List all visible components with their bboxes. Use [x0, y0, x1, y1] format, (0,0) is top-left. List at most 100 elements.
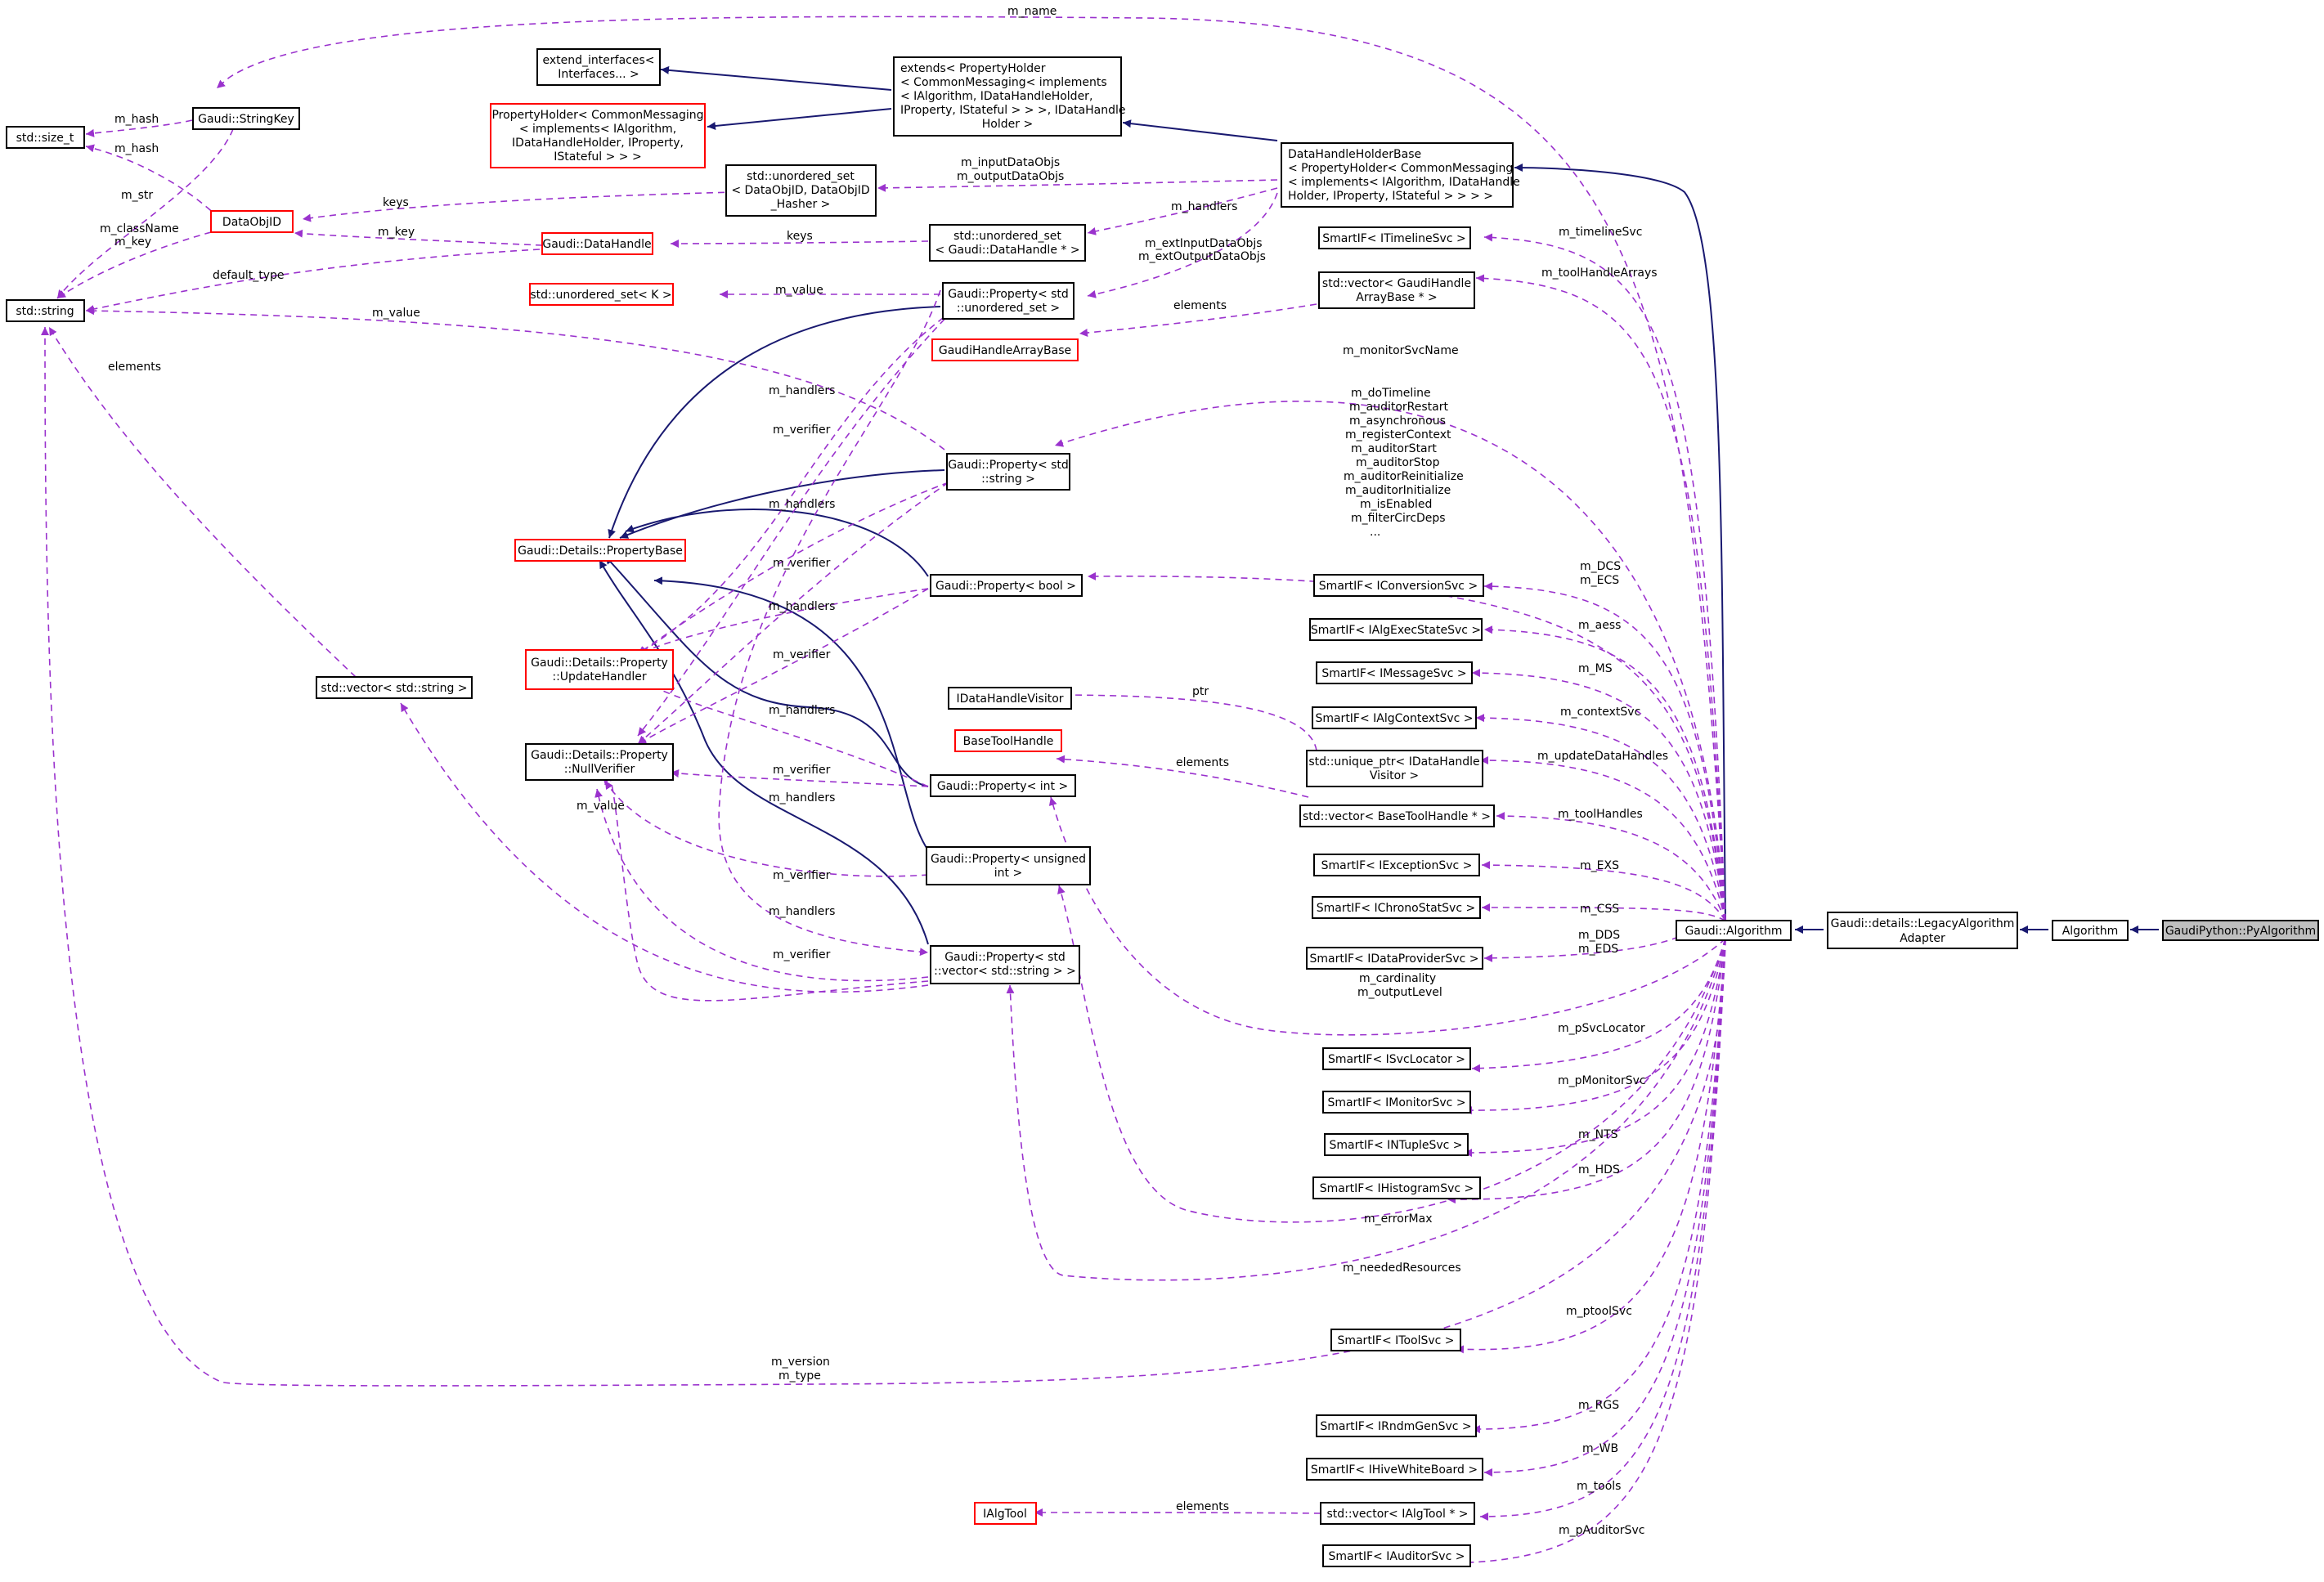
- node-unordered-set-k[interactable]: std::unordered_set< K >: [529, 283, 674, 306]
- node-property-bool[interactable]: Gaudi::Property< bool >: [930, 574, 1083, 597]
- node-auditor-svc[interactable]: SmartIF< IAuditorSvc >: [1322, 1544, 1471, 1567]
- node-idatahandle-visitor[interactable]: IDataHandleVisitor: [948, 687, 1072, 710]
- label-ptr: ptr: [1192, 685, 1209, 698]
- node-gaudi-algorithm[interactable]: Gaudi::Algorithm: [1676, 920, 1792, 941]
- node-data-handle-holder-base[interactable]: DataHandleHolderBase < PropertyHolder< C…: [1281, 142, 1520, 208]
- node-extends-property-holder[interactable]: extends< PropertyHolder < CommonMessagin…: [893, 56, 1126, 137]
- svg-text:std::unique_ptr< IDataHandle: std::unique_ptr< IDataHandle: [1308, 755, 1479, 769]
- label-m-outputlevel: m_outputLevel: [1357, 986, 1442, 999]
- node-property-base[interactable]: Gaudi::Details::PropertyBase: [514, 539, 686, 562]
- node-extend-interfaces[interactable]: extend_interfaces< Interfaces... >: [536, 48, 661, 86]
- svg-text:SmartIF< IAlgExecStateSvc >: SmartIF< IAlgExecStateSvc >: [1311, 624, 1481, 637]
- node-rndm-gen-svc[interactable]: SmartIF< IRndmGenSvc >: [1316, 1414, 1477, 1437]
- node-property-unordered-set[interactable]: Gaudi::Property< std ::unordered_set >: [942, 282, 1075, 320]
- node-svc-locator[interactable]: SmartIF< ISvcLocator >: [1322, 1047, 1471, 1070]
- node-tool-svc[interactable]: SmartIF< IToolSvc >: [1330, 1329, 1461, 1351]
- node-unordered-set-datahandle[interactable]: std::unordered_set < Gaudi::DataHandle *…: [929, 224, 1086, 262]
- svg-text:_Hasher >: _Hasher >: [770, 198, 831, 211]
- svg-text:< IAlgorithm, IDataHandleHolde: < IAlgorithm, IDataHandleHolder,: [900, 90, 1092, 103]
- node-property-vector-string[interactable]: Gaudi::Property< std ::vector< std::stri…: [930, 945, 1080, 984]
- node-chrono-stat-svc[interactable]: SmartIF< IChronoStatSvc >: [1312, 896, 1481, 919]
- svg-text:m_handlers: m_handlers: [769, 498, 835, 511]
- edge-extends-to-extendinterfaces: [660, 65, 892, 91]
- svg-text:m_auditorRestart: m_auditorRestart: [1349, 401, 1449, 414]
- node-std-string[interactable]: std::string: [6, 299, 85, 322]
- svg-text:Visitor >: Visitor >: [1370, 769, 1419, 782]
- svg-text:m_handlers: m_handlers: [769, 704, 835, 717]
- node-size-t[interactable]: std::size_t: [6, 126, 85, 149]
- node-algorithm[interactable]: Algorithm: [2052, 920, 2129, 941]
- svg-text:Gaudi::Algorithm: Gaudi::Algorithm: [1685, 925, 1782, 938]
- svg-text:SmartIF< IToolSvc >: SmartIF< IToolSvc >: [1337, 1334, 1454, 1347]
- svg-text:GaudiHandleArrayBase: GaudiHandleArrayBase: [939, 344, 1071, 357]
- node-base-tool-handle[interactable]: BaseToolHandle: [954, 729, 1062, 752]
- node-vector-base-tool-handle[interactable]: std::vector< BaseToolHandle * >: [1299, 804, 1495, 827]
- node-alg-context-svc[interactable]: SmartIF< IAlgContextSvc >: [1312, 706, 1477, 729]
- svg-text:< Gaudi::DataHandle * >: < Gaudi::DataHandle * >: [935, 244, 1079, 257]
- svg-text:< DataObjID, DataObjID: < DataObjID, DataObjID: [731, 184, 869, 197]
- node-data-handle[interactable]: Gaudi::DataHandle: [541, 232, 653, 255]
- node-timeline-svc[interactable]: SmartIF< ITimelineSvc >: [1318, 226, 1471, 249]
- node-message-svc[interactable]: SmartIF< IMessageSvc >: [1316, 661, 1473, 684]
- node-data-provider-svc[interactable]: SmartIF< IDataProviderSvc >: [1306, 947, 1483, 970]
- svg-text:SmartIF< ITimelineSvc >: SmartIF< ITimelineSvc >: [1322, 232, 1465, 245]
- node-property-int[interactable]: Gaudi::Property< int >: [930, 774, 1076, 797]
- edge-prop-unordered-set-to-propertybase: [608, 306, 941, 539]
- svg-text:m_filterCircDeps: m_filterCircDeps: [1351, 512, 1446, 525]
- node-update-handler[interactable]: Gaudi::Details::Property ::UpdateHandler: [525, 649, 674, 690]
- label-m-ms: m_MS: [1578, 662, 1613, 675]
- label-m-psvclocator: m_pSvcLocator: [1558, 1022, 1645, 1035]
- svg-text:m_handlers: m_handlers: [769, 384, 835, 397]
- node-vector-string[interactable]: std::vector< std::string >: [316, 676, 473, 699]
- node-unordered-set-dataobjid[interactable]: std::unordered_set < DataObjID, DataObjI…: [725, 164, 877, 217]
- node-gaudi-handle-array-base[interactable]: GaudiHandleArrayBase: [931, 338, 1079, 361]
- node-string-key[interactable]: Gaudi::StringKey: [192, 107, 300, 130]
- label-m-key-0: m_key: [114, 235, 151, 249]
- node-vector-gaudi-handle-array[interactable]: std::vector< GaudiHandle ArrayBase * >: [1318, 271, 1475, 309]
- label-m-monitorsvcname: m_monitorSvcName: [1343, 344, 1459, 357]
- svg-text:m_verifier: m_verifier: [773, 948, 831, 961]
- svg-text:m_verifier: m_verifier: [773, 869, 831, 882]
- label-m-exs: m_EXS: [1580, 859, 1619, 872]
- svg-text:IDataHandleHolder, IProperty,: IDataHandleHolder, IProperty,: [512, 137, 684, 150]
- svg-text:IProperty, IStateful > > >, ID: IProperty, IStateful > > >, IDataHandle: [900, 104, 1126, 117]
- node-vector-ialgtool[interactable]: std::vector< IAlgTool * >: [1320, 1502, 1475, 1525]
- svg-text:DataObjID: DataObjID: [222, 216, 281, 229]
- label-input-data-objs: m_inputDataObjs: [961, 156, 1060, 169]
- svg-text:m_handlers: m_handlers: [769, 791, 835, 804]
- nodes: GaudiPython::PyAlgorithm Algorithm Gaudi…: [6, 48, 2319, 1567]
- svg-text:Holder >: Holder >: [982, 118, 1033, 131]
- node-histogram-svc[interactable]: SmartIF< IHistogramSvc >: [1312, 1176, 1481, 1199]
- node-legacy-algorithm-adapter[interactable]: Gaudi::details::LegacyAlgorithm Adapter: [1827, 912, 2018, 949]
- svg-text:SmartIF< IMessageSvc >: SmartIF< IMessageSvc >: [1321, 667, 1466, 680]
- label-m-dcs: m_DCS: [1580, 560, 1621, 573]
- label-m-contextsvc: m_contextSvc: [1560, 706, 1640, 719]
- node-exception-svc[interactable]: SmartIF< IExceptionSvc >: [1313, 854, 1480, 876]
- label-m-cardinality: m_cardinality: [1359, 972, 1436, 985]
- label-m-pauditorsvc: m_pAuditorSvc: [1559, 1524, 1644, 1537]
- node-property-holder[interactable]: PropertyHolder< CommonMessaging < implem…: [490, 103, 706, 168]
- node-monitor-svc[interactable]: SmartIF< IMonitorSvc >: [1322, 1091, 1471, 1114]
- node-data-obj-id[interactable]: DataObjID: [210, 210, 294, 233]
- svg-text:Gaudi::details::LegacyAlgorith: Gaudi::details::LegacyAlgorithm: [1831, 917, 2015, 930]
- node-ntuple-svc[interactable]: SmartIF< INTupleSvc >: [1324, 1133, 1469, 1156]
- node-alg-exec-state-svc[interactable]: SmartIF< IAlgExecStateSvc >: [1309, 618, 1483, 641]
- usage-edges: [41, 16, 1726, 1567]
- svg-text:std::vector< std::string >: std::vector< std::string >: [321, 682, 467, 695]
- label-m-ecs: m_ECS: [1580, 574, 1619, 587]
- node-pyalgorithm[interactable]: GaudiPython::PyAlgorithm: [2162, 920, 2319, 941]
- node-property-string[interactable]: Gaudi::Property< std ::string >: [946, 453, 1070, 491]
- node-ialgtool[interactable]: IAlgTool: [974, 1502, 1037, 1525]
- svg-text:SmartIF< IAuditorSvc >: SmartIF< IAuditorSvc >: [1329, 1550, 1465, 1563]
- node-hive-white-board[interactable]: SmartIF< IHiveWhiteBoard >: [1306, 1458, 1483, 1481]
- node-property-unsigned[interactable]: Gaudi::Property< unsigned int >: [926, 846, 1091, 885]
- svg-text:::string >: ::string >: [981, 473, 1035, 486]
- node-unique-ptr-visitor[interactable]: std::unique_ptr< IDataHandle Visitor >: [1306, 750, 1483, 787]
- svg-text:SmartIF< IChronoStatSvc >: SmartIF< IChronoStatSvc >: [1317, 902, 1475, 915]
- svg-text:SmartIF< IRndmGenSvc >: SmartIF< IRndmGenSvc >: [1320, 1420, 1471, 1433]
- node-null-verifier[interactable]: Gaudi::Details::Property ::NullVerifier: [525, 743, 674, 781]
- label-m-value-1: m_value: [775, 284, 823, 297]
- node-conversion-svc[interactable]: SmartIF< IConversionSvc >: [1313, 574, 1484, 597]
- label-m-key: m_key: [378, 226, 415, 239]
